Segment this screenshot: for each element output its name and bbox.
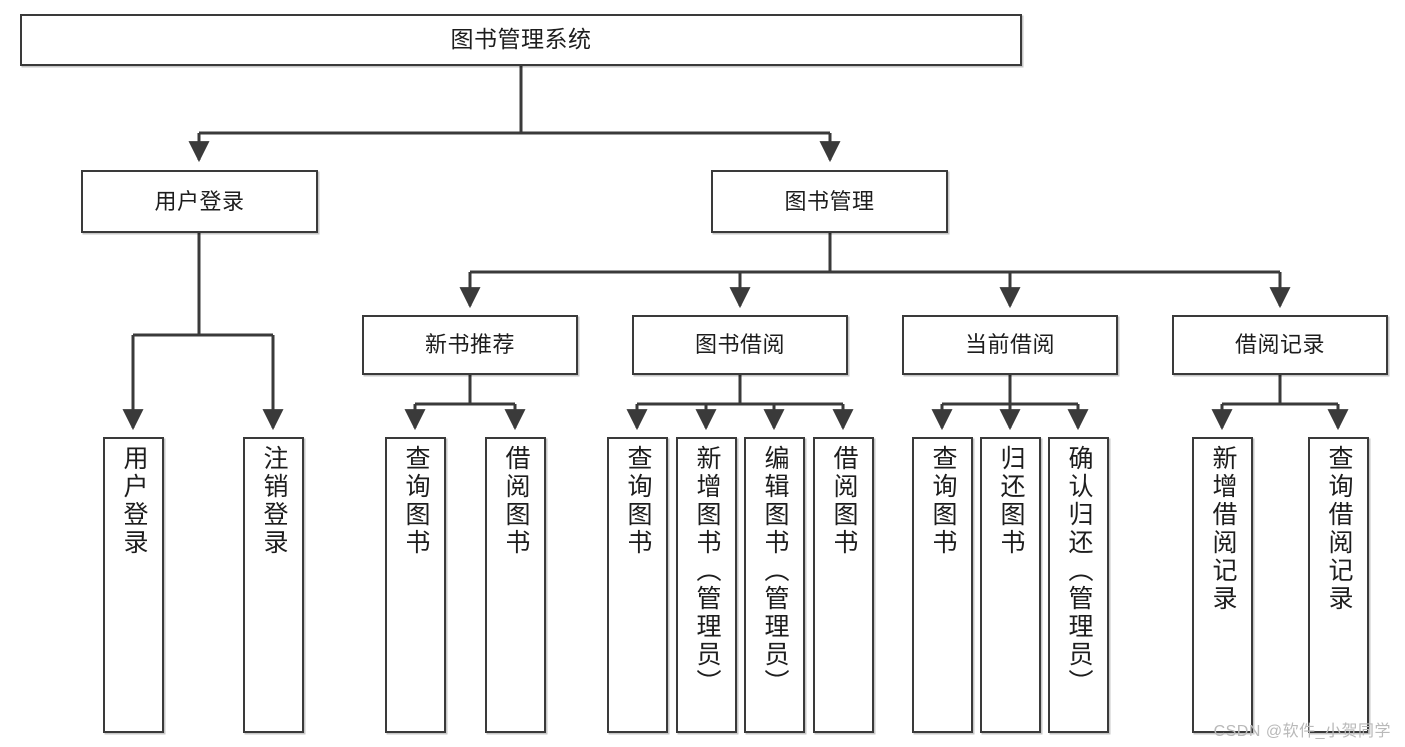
node-label: 借阅图书	[830, 445, 858, 557]
node-label: 借阅图书	[502, 445, 530, 557]
node-label: 归还图书	[997, 445, 1025, 557]
node-user-login[interactable]: 用户登录	[81, 170, 318, 233]
node-label: 确认归还（管理员）	[1065, 445, 1093, 697]
node-book-borrow[interactable]: 图书借阅	[632, 315, 848, 375]
leaf-current-borrow-confirm-return-admin[interactable]: 确认归还（管理员）	[1048, 437, 1109, 733]
node-label: 新增借阅记录	[1209, 445, 1237, 613]
leaf-current-borrow-query-book[interactable]: 查询图书	[912, 437, 973, 733]
leaf-current-borrow-return-book[interactable]: 归还图书	[980, 437, 1041, 733]
node-label: 图书借阅	[694, 332, 785, 358]
node-borrow-record[interactable]: 借阅记录	[1172, 315, 1388, 375]
leaf-new-book-query-book[interactable]: 查询图书	[385, 437, 446, 733]
leaf-new-book-borrow-book[interactable]: 借阅图书	[485, 437, 546, 733]
node-label: 编辑图书（管理员）	[761, 445, 789, 697]
node-label: 查询借阅记录	[1325, 445, 1353, 613]
node-label: 用户登录	[154, 188, 245, 214]
leaf-user-login-logout[interactable]: 注销登录	[243, 437, 304, 733]
node-new-book-recommend[interactable]: 新书推荐	[362, 315, 578, 375]
leaf-borrow-record-query-record[interactable]: 查询借阅记录	[1308, 437, 1369, 733]
node-book-management[interactable]: 图书管理	[711, 170, 948, 233]
node-current-borrow[interactable]: 当前借阅	[902, 315, 1118, 375]
node-label: 新增图书（管理员）	[693, 445, 721, 697]
leaf-book-borrow-add-book-admin[interactable]: 新增图书（管理员）	[676, 437, 737, 733]
leaf-book-borrow-borrow-book[interactable]: 借阅图书	[813, 437, 874, 733]
node-label: 查询图书	[402, 445, 430, 557]
leaf-book-borrow-query-book[interactable]: 查询图书	[607, 437, 668, 733]
node-label: 当前借阅	[964, 332, 1055, 358]
leaf-borrow-record-add-record[interactable]: 新增借阅记录	[1192, 437, 1253, 733]
node-label: 注销登录	[260, 445, 288, 557]
leaf-book-borrow-edit-book-admin[interactable]: 编辑图书（管理员）	[744, 437, 805, 733]
leaf-user-login-login[interactable]: 用户登录	[103, 437, 164, 733]
node-label: 借阅记录	[1234, 332, 1325, 358]
node-root-book-management-system[interactable]: 图书管理系统	[20, 14, 1022, 66]
node-label: 图书管理	[784, 188, 875, 214]
node-label: 图书管理系统	[450, 26, 592, 53]
node-label: 查询图书	[624, 445, 652, 557]
node-label: 查询图书	[929, 445, 957, 557]
node-label: 用户登录	[120, 445, 148, 557]
node-label: 新书推荐	[424, 332, 515, 358]
